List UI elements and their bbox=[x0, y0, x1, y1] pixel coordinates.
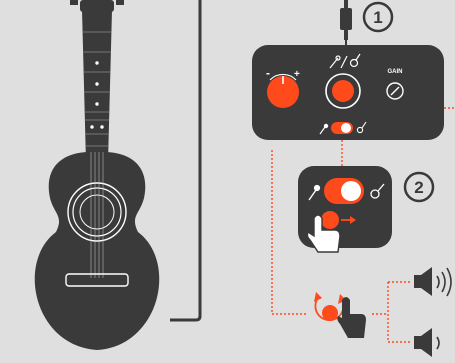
acoustic-guitar-icon bbox=[35, 0, 160, 350]
step-2-badge: 2 bbox=[405, 173, 433, 201]
toggle-switch-icon[interactable] bbox=[324, 178, 364, 204]
interface-panel: - + GAIN bbox=[252, 45, 444, 140]
speaker-soft-icon bbox=[414, 328, 439, 357]
toggle-zoom-panel bbox=[298, 166, 392, 252]
step-1-badge: 1 bbox=[364, 3, 392, 31]
step-1-label: 1 bbox=[373, 8, 382, 27]
step-2-label: 2 bbox=[414, 178, 423, 197]
toggle-switch-icon[interactable] bbox=[331, 122, 353, 134]
gain-plus-label: + bbox=[294, 69, 300, 80]
gain-minus-label: - bbox=[266, 66, 270, 80]
speaker-loud-icon bbox=[414, 267, 451, 296]
guitar-jack-icon bbox=[340, 0, 352, 46]
gain-label: GAIN bbox=[388, 69, 403, 75]
speaker-bracket bbox=[372, 282, 410, 342]
hand-rotate-icon bbox=[314, 292, 366, 338]
guitar-cable bbox=[170, 0, 200, 320]
